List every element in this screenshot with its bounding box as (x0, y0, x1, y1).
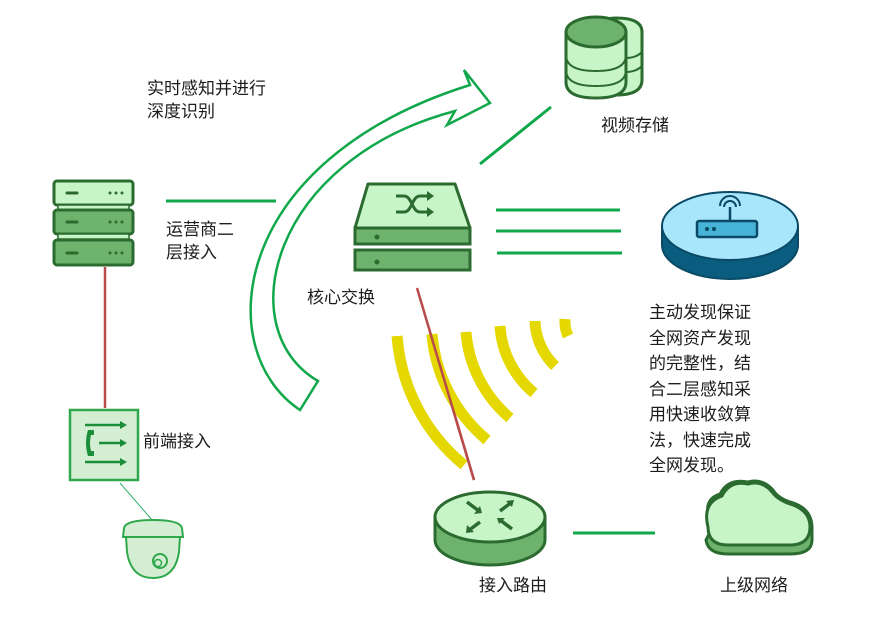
link-frontend-to-camera (119, 482, 154, 522)
wireless-ap-icon[interactable] (661, 191, 799, 280)
link-core-to-router-overlay (428, 331, 476, 481)
core-switch-icon[interactable] (353, 182, 472, 272)
front-end-access-icon[interactable] (68, 408, 140, 482)
router-icon[interactable] (433, 490, 547, 567)
access-router-label: 接入路由 (479, 576, 547, 596)
upper-network-label: 上级网络 (720, 576, 788, 596)
wireless-signal-icon (391, 318, 574, 470)
core-switch-label: 核心交换 (307, 288, 375, 308)
server-stack-icon[interactable] (52, 179, 135, 267)
link-core-to-storage (479, 105, 552, 166)
carrier-l2-label: 运营商二 层接入 (166, 220, 234, 263)
video-storage-label: 视频存储 (601, 116, 669, 136)
cloud-icon[interactable] (704, 479, 814, 556)
front-end-label: 前端接入 (143, 432, 211, 452)
discovery-annotation: 主动发现保证 全网资产发现 的完整性，结 合二层感知采 用快速收敛算 法，快速完… (649, 303, 751, 476)
shuffle-icon (396, 194, 430, 214)
curved-arrow-icon (249, 69, 492, 412)
arrow-annotation: 实时感知并进行 深度识别 (147, 79, 266, 122)
database-icon[interactable] (564, 15, 644, 100)
phone-icon (86, 430, 94, 456)
dome-camera-icon[interactable] (121, 518, 185, 580)
